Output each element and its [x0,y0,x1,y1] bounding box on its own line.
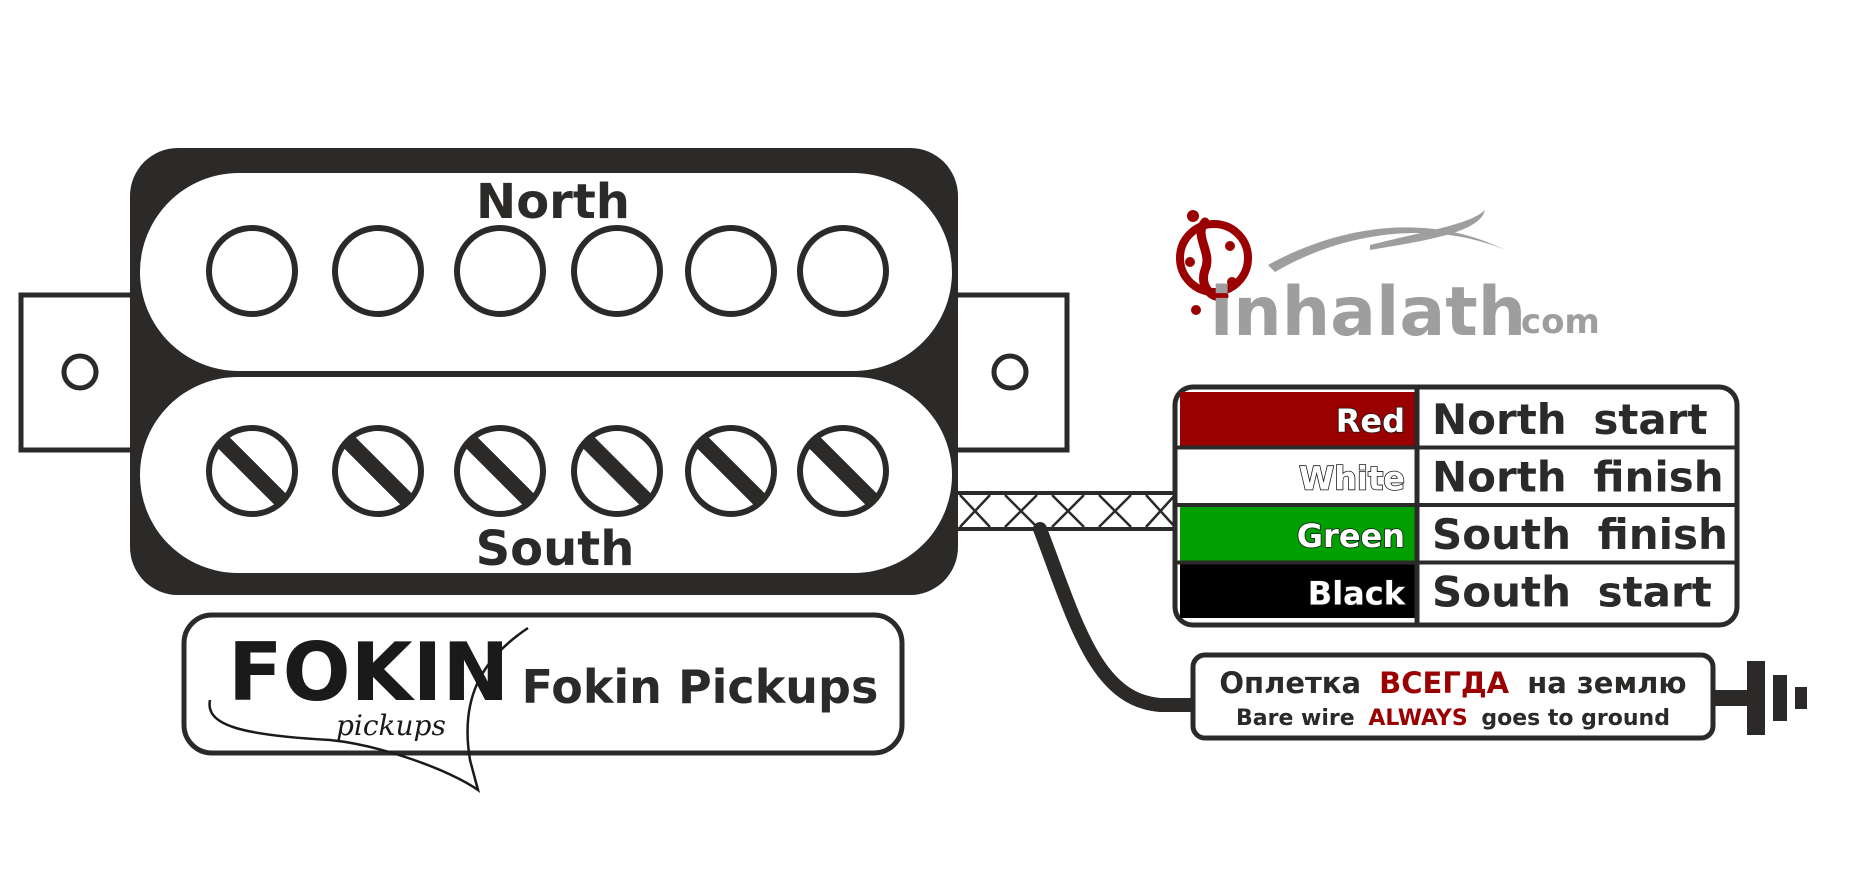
ground-note: Оплетка ВСЕГДА на землю Bare wire ALWAYS… [1190,652,1716,741]
pole-screw-5 [685,425,777,517]
brand-name: Fokin Pickups [522,660,879,714]
wire-color-name: White [1299,460,1405,498]
wire-description: North start [1432,395,1708,444]
mounting-ear-right [942,292,1070,453]
north-label: North [476,174,630,230]
north-pole-pieces [206,225,889,317]
pole-piece-3 [454,225,546,317]
screw-hole-icon [61,353,99,391]
pole-screw-1 [206,425,298,517]
pole-screw-6 [797,425,889,517]
wire-description: South start [1432,568,1712,617]
mounting-ear-left [18,292,142,453]
fokin-brand-box: FOKIN pickups Fokin Pickups [181,612,905,794]
south-pole-screws [206,425,889,517]
wire-description: South finish [1432,510,1728,559]
ground-symbol-icon [1713,661,1807,735]
fokin-logo-sub: pickups [336,709,446,742]
wire-row: Green South finish [1177,503,1735,561]
wire-color-swatch [1180,392,1415,446]
pole-piece-1 [206,225,298,317]
wire-row: White North finish [1177,445,1735,503]
gecko-icon [1176,210,1252,315]
pole-piece-4 [571,225,663,317]
swoosh-icon [1268,227,1505,272]
logo-tld-text: .com [1508,302,1600,342]
wire-row: Black South start [1177,560,1735,618]
ground-wire [1033,522,1207,712]
wire-row: Red North start [1180,392,1708,446]
braided-cable [953,491,1179,531]
logo-site-text: inhalath [1210,273,1526,352]
pole-screw-2 [332,425,424,517]
ground-note-ru: Оплетка ВСЕГДА на землю [1219,666,1686,700]
humbucker-pickup: North South [130,148,958,595]
wire-color-swatch [1180,449,1415,503]
south-coil [140,377,952,573]
pole-piece-5 [685,225,777,317]
south-label: South [476,521,635,577]
wire-color-swatch [1180,507,1415,561]
pole-piece-2 [332,225,424,317]
wire-color-name: Black [1308,575,1406,613]
screw-hole-icon [991,353,1029,391]
ground-note-en: Bare wire ALWAYS goes to ground [1236,706,1670,731]
fokin-logo: FOKIN pickups [208,626,529,794]
pole-piece-6 [797,225,889,317]
pole-screw-3 [454,425,546,517]
inhalath-logo: inhalath .com [1176,210,1600,352]
wire-description: North finish [1432,453,1724,502]
wire-color-name: Green [1297,517,1405,555]
fokin-logo-main: FOKIN [228,626,509,719]
wire-color-name: Red [1336,402,1405,440]
pole-screw-4 [571,425,663,517]
wire-color-swatch [1180,564,1415,618]
north-coil [140,173,952,371]
